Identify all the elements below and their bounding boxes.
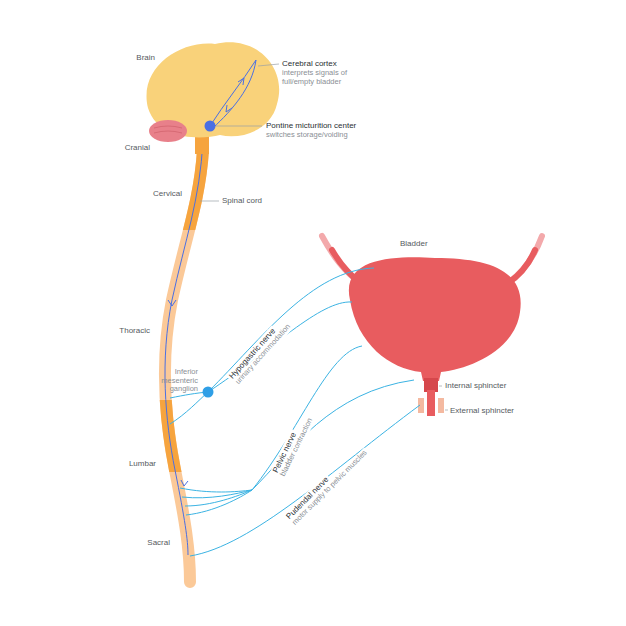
bladder [349, 257, 521, 381]
pelvic-root [185, 490, 252, 506]
label: Lumbar [129, 459, 156, 468]
label: Brain [136, 53, 155, 62]
label: switches storage/voiding [266, 131, 348, 140]
descending-pathway [213, 60, 256, 128]
urethra [427, 390, 435, 416]
label: Cranial [125, 143, 150, 152]
pathway-arrow [168, 300, 176, 306]
label: Sacral [147, 538, 170, 547]
ascending-pathway [210, 60, 256, 126]
external-sphincter [438, 398, 444, 413]
label: Thoracic [119, 326, 150, 335]
pathway-arrow [181, 480, 188, 486]
label: urinary accommodation [233, 321, 294, 388]
label: Cervical [153, 189, 182, 198]
label: interprets signals of full/empty bladder [282, 69, 370, 86]
descending-pathway [165, 140, 203, 555]
label: Spinal cord [222, 196, 262, 205]
label: Inferior mesenteric ganglion [150, 368, 198, 394]
label: motor supply to pelvic muscles [289, 447, 370, 528]
leader-line [200, 201, 219, 202]
nerve-label: Hypogastric nerveurinary accommodation [226, 315, 294, 388]
leader-line [258, 64, 279, 66]
nerves [170, 268, 420, 556]
leader-line [216, 126, 262, 127]
nerve-label: Pelvic nervebladder contraction [270, 411, 316, 480]
pathway-arrow [238, 78, 244, 85]
pontine-center-dot [205, 121, 216, 132]
label: Internal sphincter [445, 381, 506, 390]
leader-line [445, 410, 448, 411]
nerve [170, 392, 208, 424]
pudendal-nerve [190, 405, 420, 556]
hypogastric-nerve [208, 268, 374, 392]
lumbar-segment [165, 400, 203, 472]
cerebellum-folds [154, 126, 182, 133]
pelvic-root [186, 490, 252, 515]
label: Cerebral cortex [282, 59, 337, 68]
label: External sphincter [450, 406, 514, 415]
label: Pontine micturition center [266, 121, 356, 130]
label: Bladder [400, 239, 428, 248]
label: Hypogastric nerve [226, 325, 279, 382]
cerebellum [149, 120, 187, 142]
hypogastric-nerve [208, 302, 352, 392]
ganglion-dot [203, 387, 214, 398]
internal-sphincter [424, 378, 438, 392]
pelvic-root [180, 488, 252, 492]
pelvic-nerve [252, 380, 414, 490]
leader-line [439, 386, 442, 387]
pathway-arrow [226, 105, 232, 112]
